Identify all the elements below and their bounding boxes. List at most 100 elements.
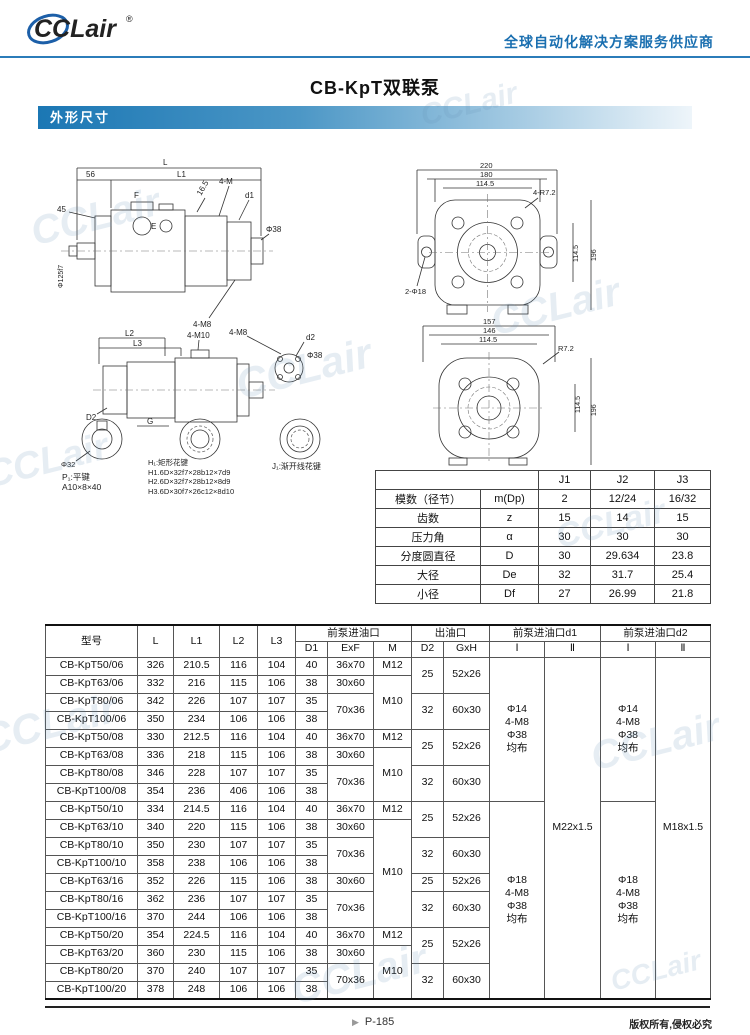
spec-value: 27 [538,584,591,604]
value-cell: 38 [295,980,328,1000]
footer-divider [45,1006,710,1008]
value-cell: 226 [173,872,220,892]
value-cell: 115 [219,872,258,892]
column-header: 前泵进油口d1 [489,624,601,642]
spec-value: 29.634 [590,546,655,566]
spec-name: 大径 [375,565,481,585]
model-cell: CB-KpT50/20 [45,926,138,946]
dim-L1: L1 [177,170,186,179]
value-cell: 107 [219,890,258,910]
value-cell: 116 [219,728,258,748]
model-cell: CB-KpT63/06 [45,674,138,694]
spec-value: 30 [654,527,711,547]
value-cell: 52x26 [443,728,490,766]
value-cell: Φ18 4-M8 Φ38 均布 [600,800,656,1000]
value-cell: 115 [219,818,258,838]
value-cell: 218 [173,746,220,766]
value-cell: 38 [295,818,328,838]
dim-56: 56 [86,170,95,179]
spec-value: 16/32 [654,489,711,509]
value-cell: M18x1.5 [655,656,711,1000]
value-cell: 216 [173,674,220,694]
value-cell: 107 [257,692,296,712]
column-subheader: D1 [295,640,328,658]
spec-column-header: J2 [590,470,655,490]
value-cell: 38 [295,908,328,928]
value-cell: 35 [295,890,328,910]
value-cell: 32 [411,692,444,730]
model-cell: CB-KpT100/20 [45,980,138,1000]
value-cell: 104 [257,800,296,820]
model-cell: CB-KpT80/10 [45,836,138,856]
value-cell: 36x70 [327,728,374,748]
value-cell: 220 [173,818,220,838]
value-cell: 30x60 [327,674,374,694]
value-cell: 106 [219,908,258,928]
spec-name: 齿数 [375,508,481,528]
company-logo: CCLair ® [26,8,186,53]
value-cell: 116 [219,656,258,676]
label-G: G [147,417,153,426]
dim-L3: L3 [133,339,142,348]
value-cell: 35 [295,836,328,856]
label-4-M8: 4-M8 [193,320,212,329]
model-cell: CB-KpT50/06 [45,656,138,676]
dim-157: 157 [483,317,496,326]
model-cell: CB-KpT80/20 [45,962,138,982]
value-cell: 106 [257,710,296,730]
value-cell: 370 [137,962,174,982]
company-tagline: 全球自动化解决方案服务供应商 [504,34,714,50]
label-F: F [134,191,139,200]
value-cell: 406 [219,782,258,802]
value-cell: M12 [373,926,412,946]
spec-value: 25.4 [654,565,711,585]
dim-196: 196 [591,249,598,261]
value-cell: 107 [257,962,296,982]
value-cell: 106 [219,980,258,1000]
spec-corner [375,470,539,490]
value-cell: 38 [295,746,328,766]
value-cell: 52x26 [443,926,490,964]
label-phi38: Φ38 [307,351,323,360]
value-cell: Φ18 4-M8 Φ38 均布 [489,800,545,1000]
spec-symbol: α [480,527,539,547]
value-cell: 104 [257,728,296,748]
logo-text: CCLair [34,15,117,43]
value-cell: 40 [295,800,328,820]
spec-value: 30 [538,527,591,547]
value-cell: 30x60 [327,872,374,892]
model-cell: CB-KpT80/16 [45,890,138,910]
value-cell: 116 [219,800,258,820]
model-cell: CB-KpT63/20 [45,944,138,964]
value-cell: 32 [411,962,444,1000]
value-cell: 32 [411,836,444,874]
column-subheader: D2 [411,640,444,658]
value-cell: 330 [137,728,174,748]
value-cell: 70x36 [327,836,374,874]
column-subheader: Ⅰ [489,640,545,658]
label-phi38: Φ38 [266,225,282,234]
value-cell: 38 [295,782,328,802]
value-cell: 350 [137,710,174,730]
model-cell: CB-KpT63/08 [45,746,138,766]
value-cell: 30x60 [327,944,374,964]
label-4-M8: 4-M8 [229,328,248,337]
value-cell: 115 [219,674,258,694]
label-d1: d1 [245,191,254,200]
value-cell: 115 [219,944,258,964]
label-4-R7-2: 4-R7.2 [533,188,556,197]
registered-mark: ® [126,14,133,24]
column-subheader: Ⅱ [655,640,711,658]
value-cell: M12 [373,656,412,676]
value-cell: M10 [373,944,412,1000]
